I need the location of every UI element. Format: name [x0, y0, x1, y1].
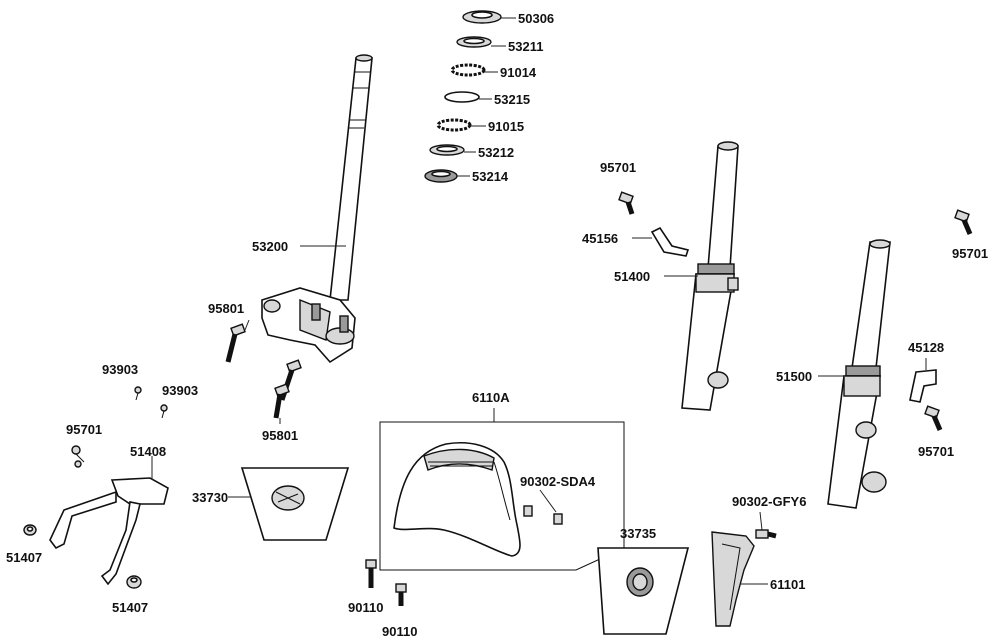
part-33730-reflector[interactable] — [228, 467, 350, 541]
label-90302-GFY6: 90302-GFY6 — [732, 494, 806, 509]
label-51407-a: 51407 — [6, 550, 42, 565]
part-61101-cover[interactable] — [711, 531, 768, 627]
label-6110A: 6110A — [472, 390, 510, 405]
part-53211-race[interactable] — [456, 36, 506, 48]
label-95801-b: 95801 — [262, 428, 298, 443]
label-53215: 53215 — [494, 92, 530, 107]
part-95801-bolt-a[interactable] — [225, 319, 250, 363]
label-91014: 91014 — [500, 65, 537, 80]
label-95801-a: 95801 — [208, 301, 244, 316]
part-53214-race[interactable] — [424, 169, 470, 183]
label-51407-b: 51407 — [112, 600, 148, 615]
part-95801-bolt-b[interactable] — [273, 359, 302, 424]
label-95701-d: 95701 — [918, 444, 954, 459]
part-95701-bolt-left[interactable] — [71, 445, 85, 468]
label-61101: 61101 — [770, 577, 805, 592]
label-51500: 51500 — [776, 369, 812, 384]
part-45156-clip[interactable] — [632, 226, 690, 257]
part-90302-SDA4-nut[interactable] — [523, 489, 563, 525]
part-51500-fork-right[interactable] — [818, 239, 891, 509]
label-95701-b: 95701 — [600, 160, 636, 175]
part-91014-ball-bearing[interactable] — [450, 63, 498, 77]
part-91015-ball-bearing[interactable] — [436, 118, 486, 132]
part-95701-bolt-d[interactable] — [924, 405, 943, 431]
part-93903-screw-a[interactable] — [134, 386, 142, 401]
label-51400: 51400 — [614, 269, 650, 284]
label-53200: 53200 — [252, 239, 288, 254]
part-51407-grommet-a[interactable] — [23, 524, 37, 536]
label-91015: 91015 — [488, 119, 524, 134]
part-53215-washer[interactable] — [444, 91, 492, 103]
label-53211: 53211 — [508, 39, 543, 54]
label-90110-b: 90110 — [382, 624, 417, 639]
label-45128: 45128 — [908, 340, 944, 355]
part-51408-bracket[interactable] — [49, 456, 169, 586]
part-50306-seal[interactable] — [462, 10, 516, 24]
label-95701-a: 95701 — [66, 422, 102, 437]
label-95701-c: 95701 — [952, 246, 988, 261]
part-45128-bracket[interactable] — [909, 358, 937, 403]
part-95701-bolt-b[interactable] — [618, 191, 635, 215]
label-50306: 50306 — [518, 11, 554, 26]
part-51407-grommet-b[interactable] — [126, 575, 142, 589]
label-51408: 51408 — [130, 444, 166, 459]
label-33735: 33735 — [620, 526, 656, 541]
label-53212: 53212 — [478, 145, 514, 160]
part-6110A-front-fender[interactable] — [393, 442, 521, 557]
label-45156: 45156 — [582, 231, 618, 246]
part-90110-bolt-a[interactable] — [365, 559, 377, 588]
part-95701-bolt-c[interactable] — [954, 209, 973, 235]
label-93903-b: 93903 — [162, 383, 198, 398]
part-53200-steering-stem[interactable] — [261, 54, 373, 364]
label-53214: 53214 — [472, 169, 509, 184]
label-90302-SDA4: 90302-SDA4 — [520, 474, 596, 489]
label-90110-a: 90110 — [348, 600, 383, 615]
part-53212-race[interactable] — [429, 144, 476, 156]
label-33730: 33730 — [192, 490, 228, 505]
part-93903-screw-b[interactable] — [160, 404, 168, 419]
part-51400-fork-left[interactable] — [664, 141, 739, 411]
part-90302-GFY6-bolt[interactable] — [755, 511, 777, 539]
part-90110-bolt-b[interactable] — [395, 583, 407, 606]
label-93903-a: 93903 — [102, 362, 138, 377]
bearing-stack: 50306 53211 91014 53215 91015 53212 5321… — [424, 10, 554, 184]
part-33735-reflector[interactable] — [597, 547, 690, 635]
